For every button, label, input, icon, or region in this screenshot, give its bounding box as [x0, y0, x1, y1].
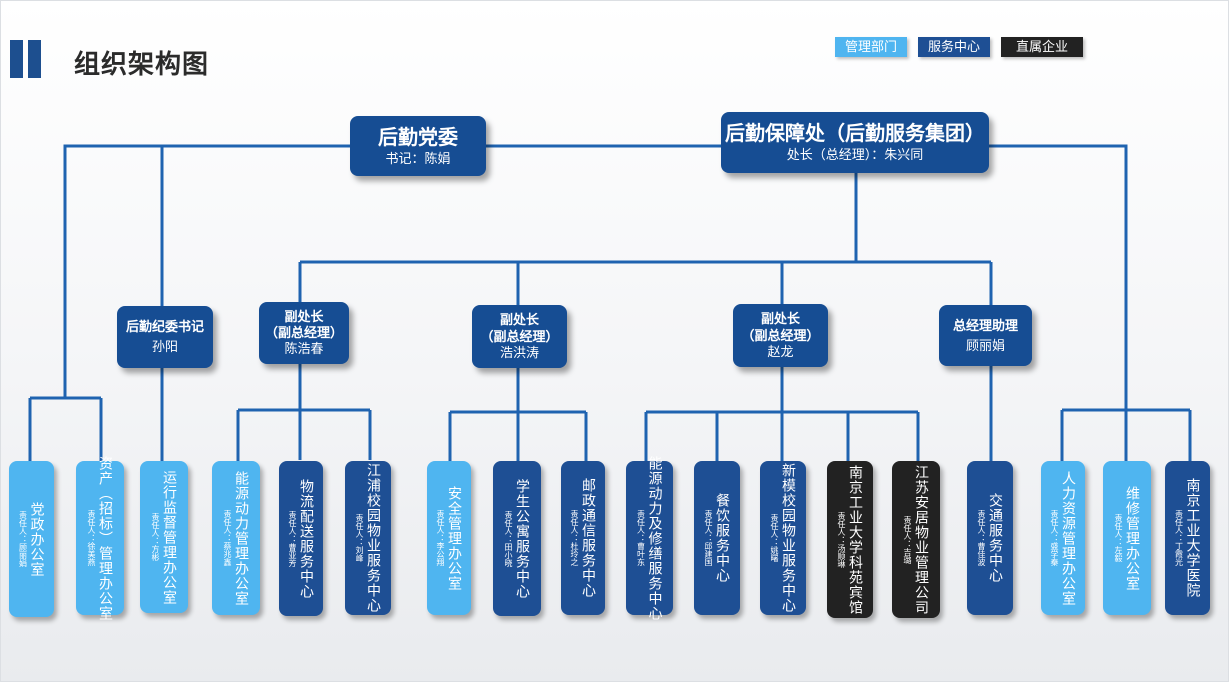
dept-responsible: 责任人：丁霞光	[1174, 510, 1184, 566]
legend-management-dept: 管理部门	[835, 37, 907, 57]
node-logistics-group-title: 后勤保障处（后勤服务集团）	[725, 123, 985, 146]
dept-name: 能源动力管理办公室	[234, 470, 250, 606]
dept-party-office[interactable]: 党政办公室 责任人：顾丽娟	[9, 461, 54, 617]
dept-responsible: 责任人：姚曙	[770, 514, 779, 562]
dept-responsible: 责任人：徐美燕	[87, 510, 96, 566]
connector-group-right	[989, 144, 1128, 410]
dept-energy-repair[interactable]: 能源动力及修缮服务中心 责任人：曹叶东	[626, 456, 673, 621]
dept-university-hospital[interactable]: 南京工业大学医院 责任人：丁霞光	[1165, 461, 1210, 615]
node-sub: 顾丽娟	[965, 337, 1005, 353]
dept-safety-office[interactable]: 安全管理办公室 责任人：李公翔	[427, 461, 471, 615]
connector-party-left	[63, 144, 352, 398]
dept-name: 运行监督管理办公室	[162, 469, 178, 605]
dept-student-apartment[interactable]: 学生公寓服务中心 责任人：田小晓	[493, 461, 541, 616]
dept-hr-office[interactable]: 人力资源管理办公室 责任人：盛学秦	[1041, 461, 1085, 615]
node-title: 后勤纪委书记	[125, 319, 204, 335]
node-title: 副处长 （副总经理）	[741, 311, 820, 343]
dept-responsible: 责任人：曹亚芳	[288, 510, 297, 567]
node-vice-director-1[interactable]: 副处长 （副总经理） 陈浩春	[259, 302, 349, 364]
dept-name: 资产（招标）管理办公室	[98, 455, 114, 621]
node-vice-director-2[interactable]: 副处长 （副总经理） 浩洪涛	[472, 305, 567, 368]
node-logistics-group[interactable]: 后勤保障处（后勤服务集团） 处长（总经理）：朱兴同	[721, 112, 989, 173]
dept-responsible: 责任人：李公翔	[436, 510, 445, 566]
dept-logistics-delivery[interactable]: 物流配送服务中心 责任人：曹亚芳	[279, 461, 323, 616]
node-assistant-gm[interactable]: 总经理助理 顾丽娟	[939, 305, 1032, 366]
node-vice-director-3[interactable]: 副处长 （副总经理） 赵龙	[733, 304, 828, 367]
dept-responsible: 责任人：吉璐	[903, 515, 912, 564]
dept-name: 南京工业大学医院	[1185, 478, 1202, 598]
dept-name: 餐饮服务中心	[715, 493, 731, 583]
dept-name: 安全管理办公室	[447, 485, 463, 591]
dept-maintenance-office[interactable]: 维修管理办公室 责任人：左毅	[1103, 461, 1151, 615]
legend-service-center: 服务中心	[918, 37, 990, 57]
dept-energy-office[interactable]: 能源动力管理办公室 责任人：蔡兆鑫	[212, 461, 260, 615]
dept-name: 物流配送服务中心	[299, 478, 315, 599]
dept-responsible: 责任人：邱建国	[704, 510, 713, 566]
header-bar-icon-left	[10, 40, 23, 78]
dept-postal-telecom[interactable]: 邮政通信服务中心 责任人：杜玲之	[561, 461, 605, 615]
node-title: 副处长 （副总经理）	[480, 312, 559, 344]
dept-name: 维修管理办公室	[1125, 485, 1141, 591]
dept-name: 邮政通信服务中心	[581, 478, 597, 598]
dept-responsible: 责任人：杜玲之	[570, 510, 579, 566]
dept-anju-property[interactable]: 江苏安居物业管理公司 责任人：吉璐	[892, 461, 940, 618]
dept-name: 学生公寓服务中心	[515, 478, 531, 599]
node-title: 总经理助理	[952, 317, 1018, 333]
node-party-committee[interactable]: 后勤党委 书记：陈娟	[350, 116, 486, 176]
dept-asset-office[interactable]: 资产（招标）管理办公室 责任人：徐美燕	[76, 456, 124, 621]
dept-name: 人力资源管理办公室	[1061, 470, 1077, 606]
node-discipline-secretary[interactable]: 后勤纪委书记 孙阳	[117, 306, 213, 368]
dept-responsible: 责任人：左毅	[1114, 514, 1123, 562]
legend-direct-enterprise: 直属企业	[1001, 37, 1083, 57]
dept-responsible: 责任人：曹佳波	[977, 510, 986, 566]
dept-responsible: 责任人：刘峰	[355, 514, 364, 562]
node-logistics-group-sub: 处长（总经理）：朱兴同	[786, 147, 924, 163]
node-sub: 陈浩春	[284, 341, 324, 357]
dept-xinmo-property[interactable]: 新模校园物业服务中心 责任人：姚曙	[760, 461, 806, 615]
node-title: 副处长 （副总经理）	[264, 308, 343, 341]
header-bar-icon-right	[28, 40, 41, 78]
dept-name: 江浦校园物业服务中心	[366, 463, 382, 613]
dept-keyuan-hotel[interactable]: 南京工业大学科苑宾馆 责任人：汤顺琳	[827, 461, 873, 618]
dept-name: 能源动力及修缮服务中心	[647, 455, 664, 621]
dept-name: 南京工业大学科苑宾馆	[848, 464, 864, 615]
dept-responsible: 责任人：汤顺琳	[837, 511, 846, 568]
node-party-committee-sub: 书记：陈娟	[385, 150, 451, 166]
node-sub: 孙阳	[151, 339, 178, 355]
page-title: 组织架构图	[74, 49, 210, 79]
dept-responsible: 责任人：曹叶东	[636, 510, 646, 566]
node-sub: 浩洪涛	[499, 344, 539, 360]
dept-operation-supervision[interactable]: 运行监督管理办公室 责任人：方彬	[140, 461, 188, 613]
dept-name: 新模校园物业服务中心	[781, 463, 797, 613]
dept-responsible: 责任人：方彬	[151, 513, 160, 561]
dept-name: 江苏安居物业管理公司	[914, 464, 930, 615]
dept-catering[interactable]: 餐饮服务中心 责任人：邱建国	[694, 461, 740, 615]
node-sub: 赵龙	[767, 343, 794, 359]
node-party-committee-title: 后勤党委	[378, 126, 458, 149]
dept-jiangpu-property[interactable]: 江浦校园物业服务中心 责任人：刘峰	[345, 461, 391, 615]
dept-responsible: 责任人：盛学秦	[1050, 510, 1059, 566]
dept-transport[interactable]: 交通服务中心 责任人：曹佳波	[967, 461, 1013, 615]
dept-name: 交通服务中心	[988, 493, 1004, 583]
dept-name: 党政办公室	[29, 501, 46, 577]
dept-responsible: 责任人：蔡兆鑫	[223, 510, 232, 566]
dept-responsible: 责任人：顾丽娟	[18, 511, 28, 567]
dept-responsible: 责任人：田小晓	[504, 510, 513, 567]
